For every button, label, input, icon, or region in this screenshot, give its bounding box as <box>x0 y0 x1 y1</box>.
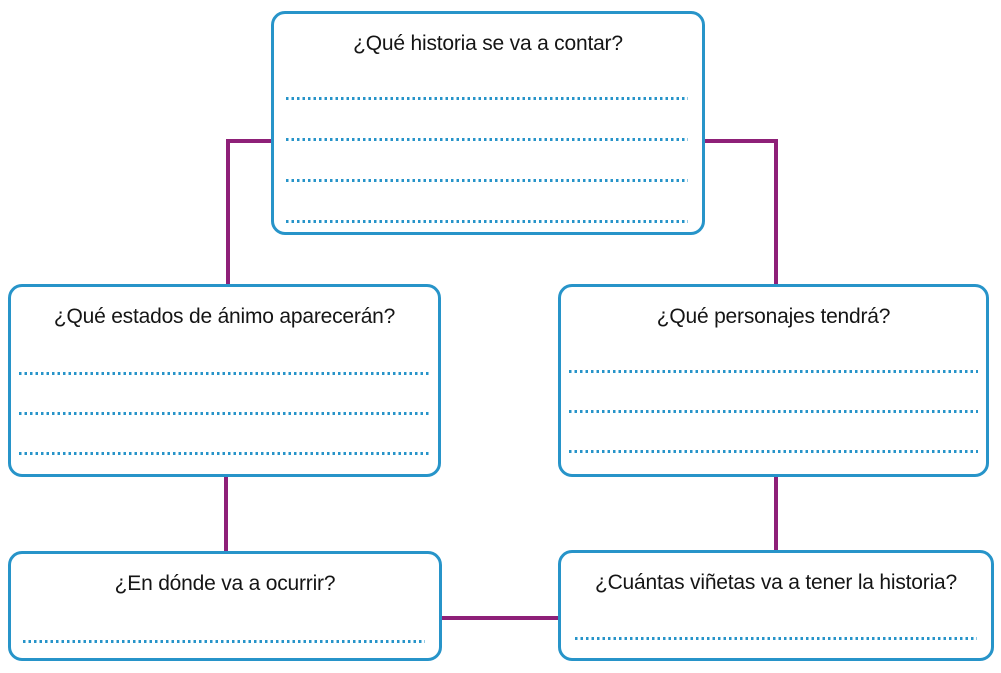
connector-story-characters-horizontal <box>703 139 778 143</box>
answer-line[interactable] <box>286 179 688 182</box>
question-box-setting: ¿En dónde va a ocurrir? <box>8 551 442 661</box>
question-text: ¿Qué estados de ánimo aparecerán? <box>53 305 396 328</box>
question-text: ¿Qué personajes tendrá? <box>656 305 891 328</box>
answer-line[interactable] <box>569 410 978 413</box>
answer-line[interactable] <box>23 640 425 643</box>
answer-line[interactable] <box>569 450 978 453</box>
answer-lines-group <box>19 372 430 492</box>
question-box-panels: ¿Cuántas viñetas va a tener la historia? <box>558 550 994 661</box>
connector-moods-setting-vertical <box>224 475 228 553</box>
answer-lines-group <box>569 370 978 490</box>
answer-line[interactable] <box>286 220 688 223</box>
answer-line[interactable] <box>19 372 430 375</box>
answer-lines-group <box>286 97 688 261</box>
connector-setting-panels-horizontal <box>440 616 560 620</box>
question-text: ¿Qué historia se va a contar? <box>353 32 623 55</box>
question-box-moods: ¿Qué estados de ánimo aparecerán? <box>8 284 441 477</box>
answer-lines-group <box>23 640 425 643</box>
answer-line[interactable] <box>286 138 688 141</box>
connector-characters-panels-vertical <box>774 475 778 552</box>
answer-lines-group <box>575 637 977 640</box>
question-text: ¿En dónde va a ocurrir? <box>114 572 336 595</box>
connector-story-moods-vertical <box>226 139 230 286</box>
connector-story-moods-horizontal <box>226 139 273 143</box>
answer-line[interactable] <box>575 637 977 640</box>
answer-line[interactable] <box>19 452 430 455</box>
question-box-characters: ¿Qué personajes tendrá? <box>558 284 989 477</box>
question-text: ¿Cuántas viñetas va a tener la historia? <box>594 571 958 594</box>
answer-line[interactable] <box>569 370 978 373</box>
answer-line[interactable] <box>286 97 688 100</box>
connector-story-characters-vertical <box>774 139 778 286</box>
answer-line[interactable] <box>19 412 430 415</box>
question-box-story: ¿Qué historia se va a contar? <box>271 11 705 235</box>
